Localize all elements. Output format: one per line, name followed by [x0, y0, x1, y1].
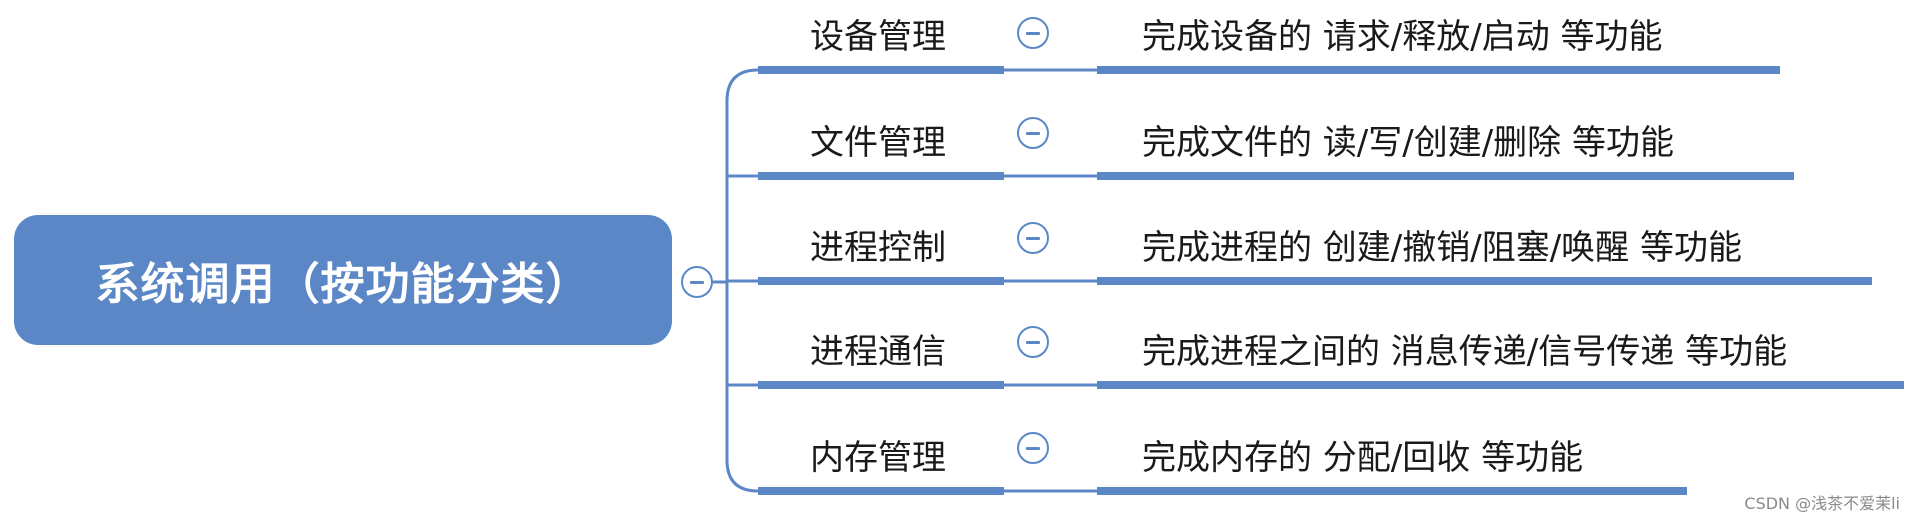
branch-label-process-control[interactable]: 进程控制	[810, 227, 946, 268]
minus-icon	[1026, 31, 1040, 35]
branch-collapse-button[interactable]	[1017, 117, 1049, 149]
minus-icon	[690, 280, 704, 284]
minus-icon	[1026, 236, 1040, 240]
branch-underline	[758, 66, 1004, 74]
minus-icon	[1026, 446, 1040, 450]
branch-underline	[758, 277, 1004, 285]
leaf-label-file-management[interactable]: 完成文件的 读/写/创建/删除 等功能	[1142, 122, 1674, 163]
minus-icon	[1026, 340, 1040, 344]
leaf-label-process-control[interactable]: 完成进程的 创建/撤销/阻塞/唤醒 等功能	[1142, 227, 1742, 268]
branch-label-process-communication[interactable]: 进程通信	[810, 331, 946, 372]
leaf-label-process-communication[interactable]: 完成进程之间的 消息传递/信号传递 等功能	[1142, 331, 1788, 372]
branch-label-file-management[interactable]: 文件管理	[810, 122, 946, 163]
root-collapse-button[interactable]	[681, 266, 713, 298]
leaf-underline	[1097, 277, 1872, 285]
watermark: CSDN @浅茶不爱茉li	[1744, 494, 1900, 513]
root-label: 系统调用（按功能分类）	[95, 259, 591, 310]
branch-collapse-button[interactable]	[1017, 326, 1049, 358]
branch-collapse-button[interactable]	[1017, 222, 1049, 254]
branch-collapse-button[interactable]	[1017, 17, 1049, 49]
leaf-label-device-management[interactable]: 完成设备的 请求/释放/启动 等功能	[1142, 16, 1663, 57]
branch-underline	[758, 487, 1004, 495]
leaf-label-memory-management[interactable]: 完成内存的 分配/回收 等功能	[1142, 437, 1584, 478]
branch-label-device-management[interactable]: 设备管理	[810, 16, 946, 57]
leaf-underline	[1097, 172, 1794, 180]
leaf-underline	[1097, 487, 1687, 495]
leaf-underline	[1097, 66, 1780, 74]
branch-underline	[758, 172, 1004, 180]
root-node[interactable]: 系统调用（按功能分类）	[14, 215, 672, 345]
branch-label-memory-management[interactable]: 内存管理	[810, 437, 946, 478]
minus-icon	[1026, 131, 1040, 135]
branch-underline	[758, 381, 1004, 389]
leaf-underline	[1097, 381, 1904, 389]
branch-collapse-button[interactable]	[1017, 432, 1049, 464]
